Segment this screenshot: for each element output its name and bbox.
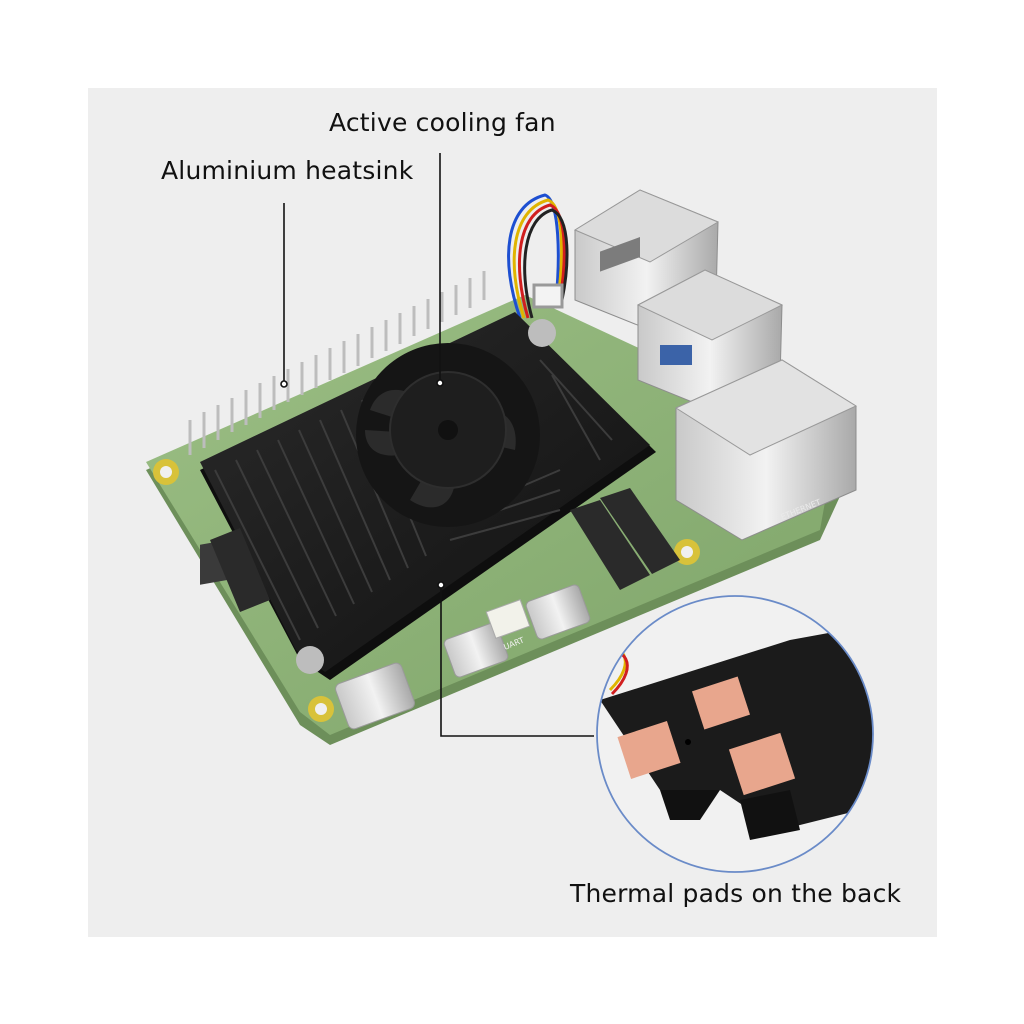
thermal-pads-label: Thermal pads on the back — [570, 879, 902, 908]
gpio-header — [188, 271, 486, 455]
micro-hdmi-port — [443, 622, 509, 678]
ribbon-connector — [210, 488, 680, 612]
thermal-pads-callout — [596, 595, 874, 873]
leader-lines — [280, 153, 594, 737]
thermal-pad — [691, 676, 751, 730]
heatsink-screw — [528, 319, 556, 347]
aluminium-heatsink-label: Aluminium heatsink — [161, 156, 414, 185]
fan-cable — [507, 193, 569, 319]
micro-hdmi-port — [525, 584, 591, 640]
usb-port — [636, 269, 784, 411]
usb-c-port — [335, 662, 415, 730]
thermal-pad — [728, 732, 796, 796]
heatsink-screw — [296, 646, 324, 674]
ethernet-port: ETHERNET — [674, 359, 858, 541]
active-cooling-fan — [356, 343, 540, 527]
active-cooling-fan-label: Active cooling fan — [329, 108, 556, 137]
thermal-pad — [617, 721, 681, 779]
